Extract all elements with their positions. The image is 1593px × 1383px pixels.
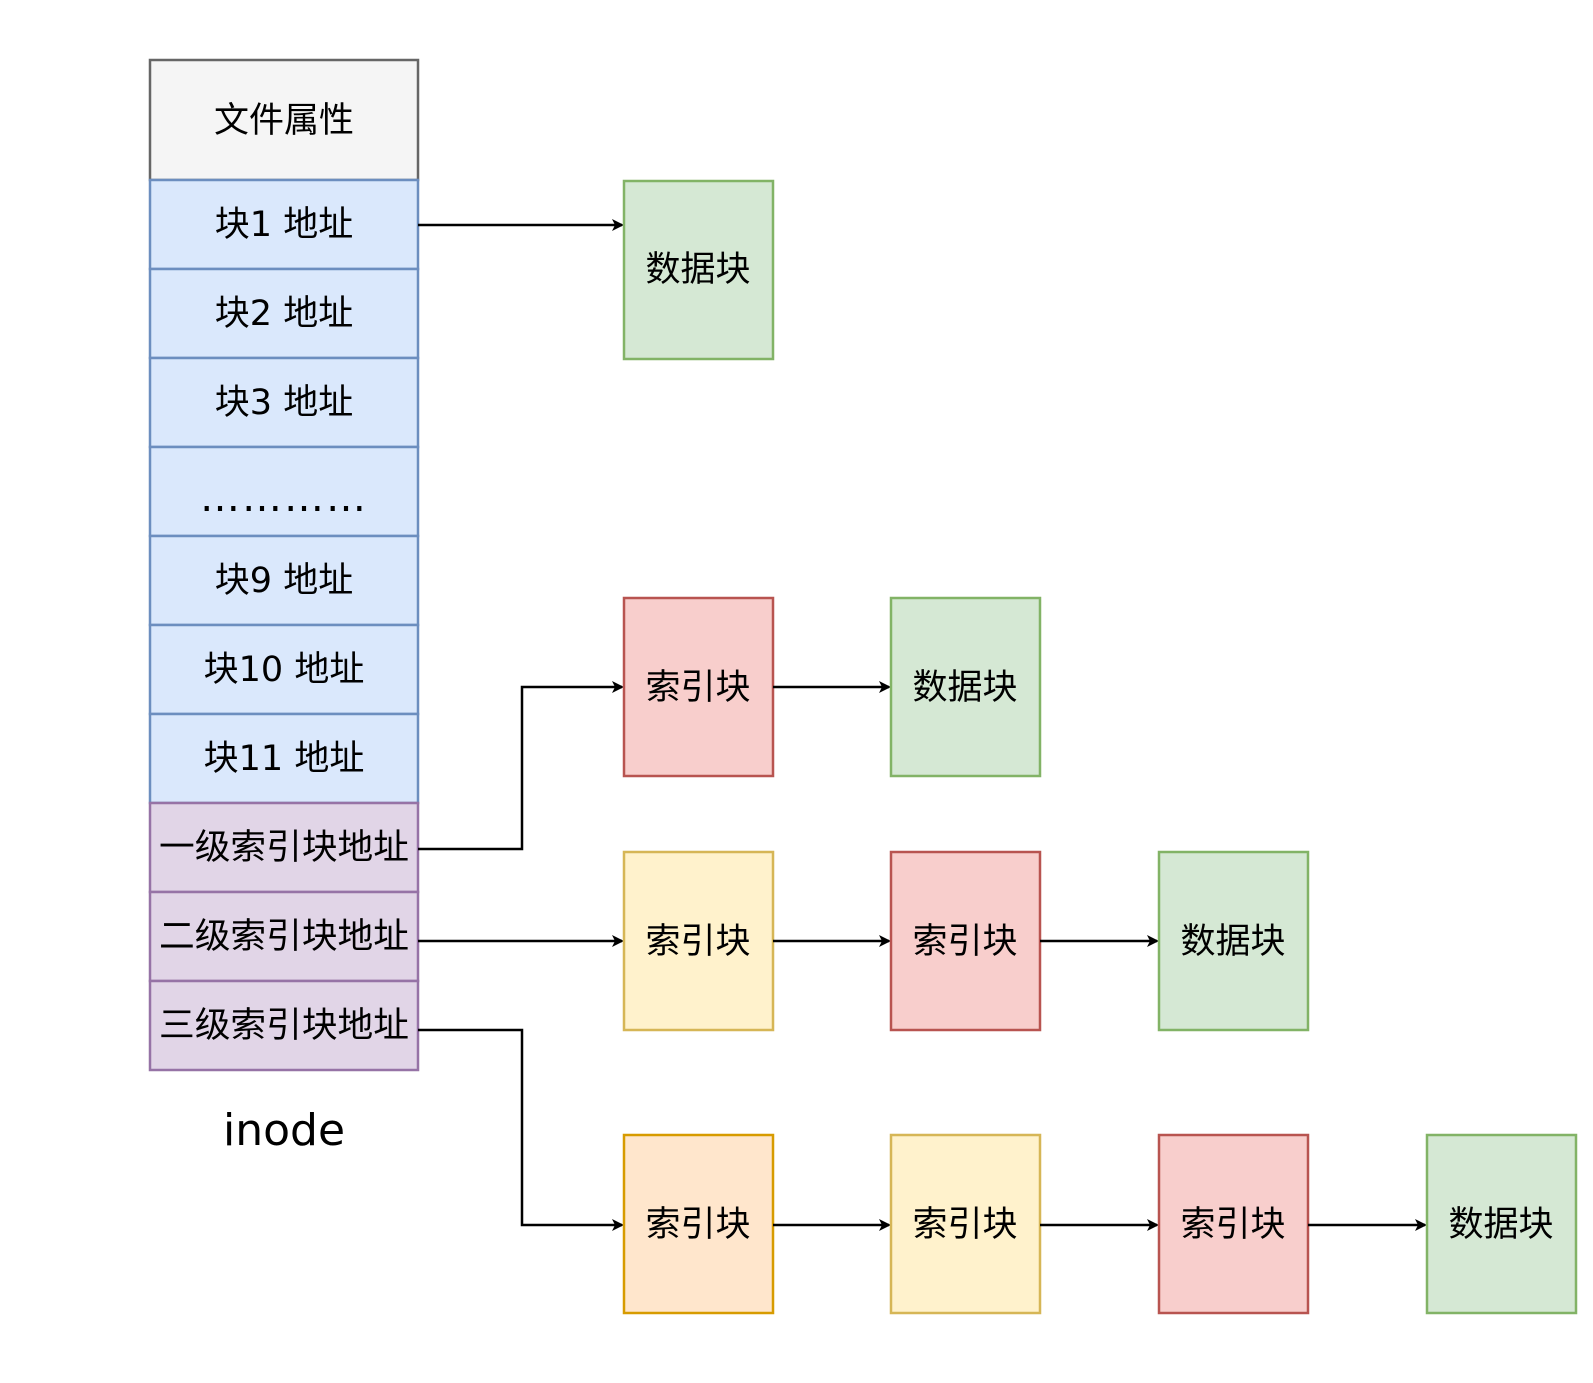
block1-address-label: 块1 地址 — [215, 205, 353, 245]
single-indirect-label: 一级索引块地址 — [159, 828, 409, 868]
triple-data-block-label: 数据块 — [1448, 1205, 1553, 1245]
direct-data-block-label: 数据块 — [645, 250, 750, 290]
block11-address-cell — [148, 712, 420, 805]
triple-index-block-3-label: 索引块 — [1180, 1205, 1285, 1245]
block9-address-cell — [148, 534, 420, 627]
single-index-block-label: 索引块 — [645, 668, 750, 708]
double-indirect-label: 二级索引块地址 — [159, 917, 409, 957]
triple-index-block-1 — [622, 1133, 775, 1315]
arrow-single-indirect — [418, 681, 624, 851]
block9-address-label: 块9 地址 — [215, 561, 353, 601]
single-data-block-label: 数据块 — [912, 668, 1017, 708]
triple-index-block-1-label: 索引块 — [645, 1205, 750, 1245]
direct-chain: 数据块 — [418, 179, 775, 361]
single-index-block — [622, 596, 775, 778]
double-data-block — [1157, 850, 1310, 1032]
triple-indirect-cell — [148, 979, 420, 1072]
block2-address-label: 块2 地址 — [215, 294, 353, 334]
triple-indirect-chain: 索引块 索引块 索引块 数据块 — [418, 1028, 1578, 1315]
double-index-block-1 — [622, 850, 775, 1032]
file-attributes-cell — [148, 58, 420, 182]
block1-address-cell — [148, 178, 420, 271]
double-indirect-chain: 索引块 索引块 数据块 — [418, 850, 1310, 1032]
single-data-block — [889, 596, 1042, 778]
inode-caption: inode — [223, 1105, 345, 1156]
triple-data-block — [1425, 1133, 1578, 1315]
block3-address-cell — [148, 356, 420, 449]
triple-indirect-label: 三级索引块地址 — [159, 1006, 409, 1046]
ellipsis-label: ………… — [200, 475, 368, 521]
block11-address-label: 块11 地址 — [204, 739, 365, 779]
inode-table: 文件属性 块1 地址 块2 地址 块3 地址 ………… 块9 地址 块10 地址… — [148, 58, 420, 1156]
triple-index-block-3 — [1157, 1133, 1310, 1315]
double-index-block-2-label: 索引块 — [912, 922, 1017, 962]
arrow-triple-indirect — [418, 1028, 624, 1231]
double-data-block-label: 数据块 — [1180, 922, 1285, 962]
block10-address-label: 块10 地址 — [204, 650, 365, 690]
triple-index-block-2-label: 索引块 — [912, 1205, 1017, 1245]
double-index-block-1-label: 索引块 — [645, 922, 750, 962]
single-indirect-chain: 索引块 数据块 — [418, 596, 1042, 851]
file-attributes-label: 文件属性 — [214, 101, 354, 141]
block3-address-label: 块3 地址 — [215, 383, 353, 423]
block2-address-cell — [148, 267, 420, 360]
direct-data-block — [622, 179, 775, 361]
double-indirect-cell — [148, 890, 420, 983]
